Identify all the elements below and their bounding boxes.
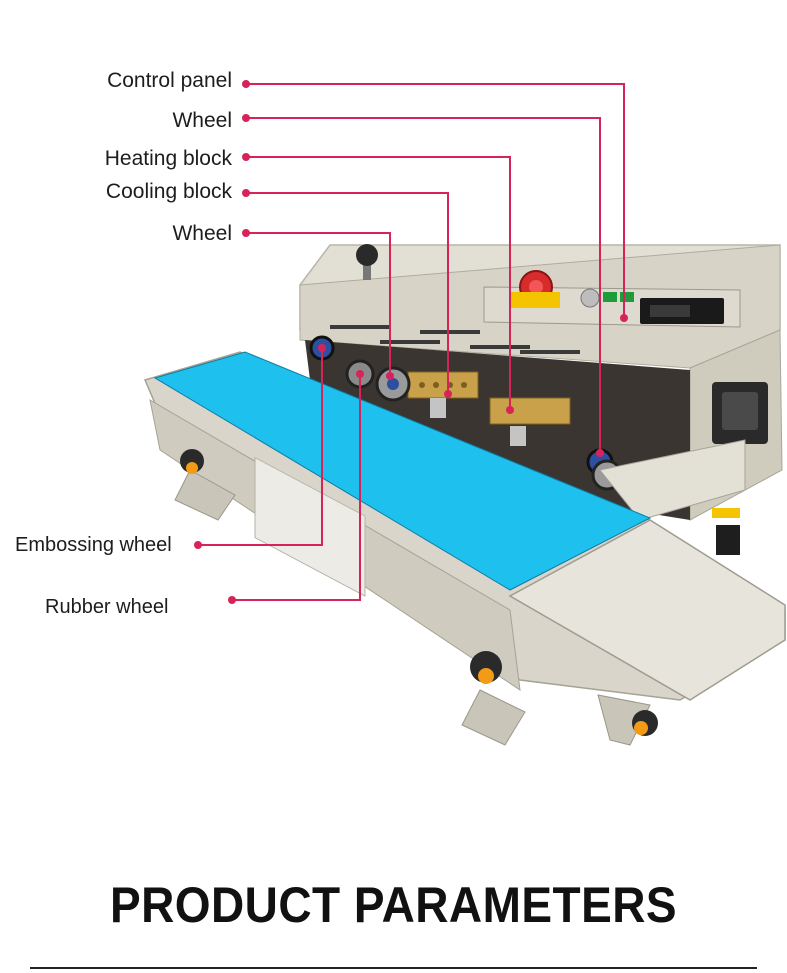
label-cooling-block: Cooling block [105,180,232,203]
callout-line-wheel-2 [246,232,391,376]
label-wheel-1: Wheel [172,109,232,132]
label-embossing-wheel: Embossing wheel [15,534,172,556]
output-tray [508,519,786,701]
label-rubber-wheel: Rubber wheel [45,596,169,618]
callout-line-cooling-block [246,192,449,394]
label-control-panel: Control panel [107,69,232,92]
conveyor-knob-left [180,449,204,473]
heating-block [489,397,571,425]
callout-lines [198,83,625,601]
title-underline [30,967,757,969]
conveyor-belt [153,351,652,591]
callout-dots [194,80,628,604]
callout-line-control-panel [246,83,625,318]
cooling-block [407,371,479,399]
conveyor-knob-middle [470,651,502,683]
label-heating-block: Heating block [104,147,232,170]
front-leg-right [461,689,526,746]
page-title: PRODUCT PARAMETERS [109,877,678,933]
power-switch [716,525,740,555]
callout-line-wheel-1 [246,117,601,453]
nameplate [254,456,366,597]
front-leg-left [174,469,236,521]
callout-line-embossing-wheel [198,348,323,546]
label-wheel-2: Wheel [172,222,232,245]
callout-line-heating-block [246,156,511,410]
guide-plate [599,439,746,521]
callout-line-rubber-wheel [232,374,361,601]
top-adjust-knob [356,244,378,266]
